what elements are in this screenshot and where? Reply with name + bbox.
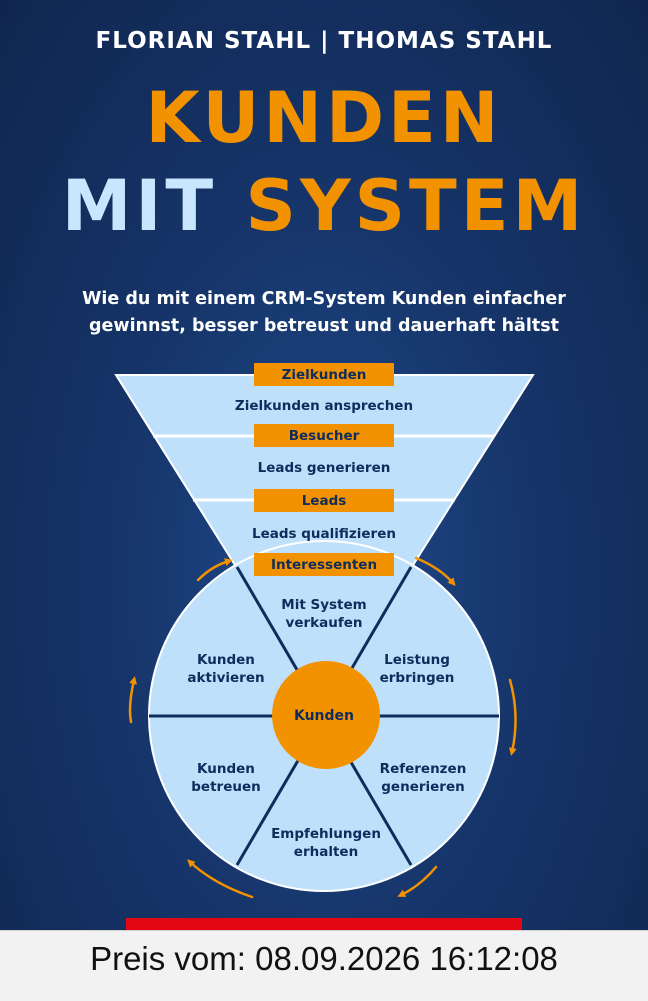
price-overlay-bar (0, 930, 648, 1001)
segment-lower-right-line-1: Referenzen (380, 761, 467, 777)
price-timestamp: Preis vom: 08.09.2026 16:12:08 (90, 940, 558, 977)
segment-upper-right-line-1: Leistung (384, 652, 450, 668)
arrow-left-icon (128, 676, 137, 724)
segment-lower-left-line-1: Kunden (197, 761, 255, 777)
tag-besucher (254, 424, 394, 447)
author-names: FLORIAN STAHL | THOMAS STAHL (95, 28, 553, 54)
segment-top-line-1: Mit System (281, 597, 366, 613)
funnel-step-2: Leads generieren (258, 460, 391, 476)
segment-top-line-2: verkaufen (286, 615, 363, 631)
tag-leads (254, 489, 394, 512)
funnel-step-3: Leads qualifizieren (252, 526, 396, 542)
center-label: Kunden (294, 708, 354, 724)
title-word-kunden: KUNDEN (145, 77, 503, 159)
subtitle-line-1: Wie du mit einem CRM-System Kunden einfa… (82, 289, 566, 309)
segment-lower-left-line-2: betreuen (191, 779, 260, 795)
subtitle-line-2: gewinnst, besser betreust und dauerhaft … (89, 316, 559, 336)
arrow-top-right-icon (414, 556, 456, 587)
segment-upper-left-line-2: aktivieren (187, 670, 264, 686)
title-word-mit: MIT (61, 165, 218, 247)
arrow-bottom-right-icon (397, 865, 438, 897)
tag-zielkunden-label: Zielkunden (282, 367, 367, 383)
segment-lower-right-line-2: generieren (381, 779, 464, 795)
tag-zielkunden (254, 363, 394, 386)
title-line-2: MIT SYSTEM (0, 164, 648, 248)
funnel-step-1: Zielkunden ansprechen (235, 398, 413, 414)
segment-bottom-line-1: Empfehlungen (271, 826, 381, 842)
tag-interessenten-label: Interessenten (271, 557, 377, 573)
tag-interessenten (254, 553, 394, 576)
arrow-bottom-left-icon (187, 859, 254, 899)
arrow-top-left-icon (196, 558, 233, 582)
title-word-system: SYSTEM (245, 165, 587, 247)
center-circle (272, 661, 380, 769)
tag-leads-label: Leads (302, 493, 347, 509)
segment-bottom-line-2: erhalten (294, 844, 358, 860)
red-banner (126, 918, 522, 932)
subtitle: Wie du mit einem CRM-System Kunden einfa… (40, 286, 608, 340)
segment-upper-left-line-1: Kunden (197, 652, 255, 668)
arrow-right-icon (508, 678, 517, 756)
title-line-1: KUNDEN (0, 76, 648, 160)
segment-upper-right-line-2: erbringen (380, 670, 455, 686)
tag-besucher-label: Besucher (289, 428, 360, 444)
